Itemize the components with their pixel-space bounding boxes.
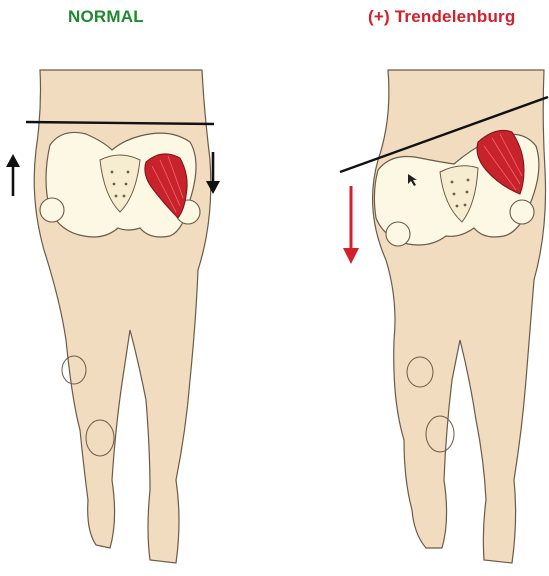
normal-left-femoral-head: [40, 198, 64, 222]
arrow-down-icon: [343, 186, 359, 264]
normal-figure: [6, 70, 220, 563]
trendelenburg-right-femoral-head: [510, 200, 534, 224]
trendelenburg-left-femoral-head: [386, 222, 410, 246]
arrow-up-icon: [6, 154, 20, 196]
trendelenburg-figure: [340, 70, 548, 563]
